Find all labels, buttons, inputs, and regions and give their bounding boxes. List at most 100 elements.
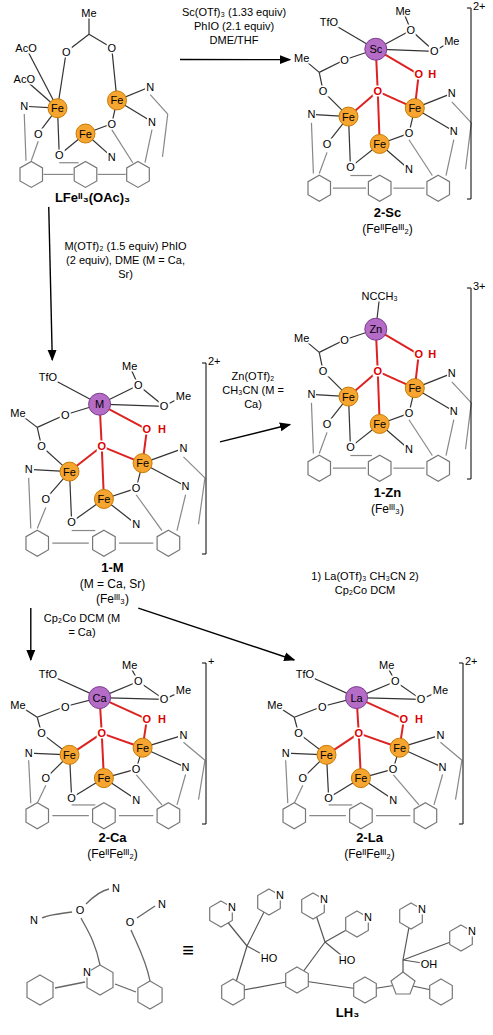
- atom-label: O: [413, 69, 424, 80]
- atom-label: O: [60, 701, 71, 712]
- atom-label: Me: [80, 7, 97, 18]
- atom-label: O: [66, 792, 77, 803]
- atom-label: Fe: [372, 418, 387, 429]
- benzene-ring: [283, 803, 306, 829]
- atom-label: O: [66, 517, 77, 528]
- ligand-backbone: [440, 742, 462, 760]
- ligand-backbone: [333, 468, 366, 469]
- atom-label: N: [306, 389, 316, 400]
- atom-label: O: [131, 483, 142, 494]
- ligand-arm: [81, 918, 100, 965]
- atom-label: N: [435, 730, 445, 741]
- compound-name: LFeᴵᴵ₃(OAc)₃: [5, 190, 180, 207]
- charge-bracket: [202, 663, 206, 824]
- compound: 2-Sc(FeᴵᴵFeᴵᴵᴵ₂)2+TfOMeOOMeMeOOScOHOFeFe…: [290, 5, 485, 237]
- atom-label: N: [24, 464, 34, 475]
- atom-label: NCCH₃: [361, 290, 399, 301]
- ligand-backbone: [333, 188, 366, 189]
- reaction-arrow: [30, 608, 31, 660]
- atom-label: Sc: [368, 44, 383, 55]
- ring: [430, 979, 453, 1005]
- ligand-backbone: [24, 114, 26, 161]
- atom-label: N: [438, 762, 448, 773]
- fluorene-ring: [138, 981, 162, 1009]
- ligand-backbone: [177, 495, 186, 531]
- pyridine-ring: [350, 803, 373, 829]
- ligand-backbone: [309, 815, 346, 816]
- atom-label: N: [181, 481, 191, 492]
- reagent-label: Zn(OTf)₂ CH₃CN (M = Ca): [220, 370, 286, 411]
- ligand-backbone: [199, 478, 205, 524]
- ring: [286, 967, 309, 993]
- atom-label: N: [404, 164, 414, 175]
- atom-label: M: [94, 399, 105, 410]
- iron-atom: [94, 769, 113, 788]
- atom-label: O: [96, 728, 107, 739]
- atom-label: Me: [394, 6, 411, 17]
- atom-label: H: [427, 349, 437, 360]
- atom-label: O: [159, 694, 170, 705]
- compound-name: 2-La: [262, 830, 477, 847]
- atom-label: Fe: [96, 493, 111, 504]
- ligand-backbone: [319, 152, 327, 173]
- atom-label: AcO: [13, 74, 36, 85]
- atom-label: O: [54, 149, 65, 160]
- atom-label: O: [293, 728, 304, 739]
- ligand-backbone: [452, 382, 472, 403]
- ligand-backbone: [199, 760, 205, 799]
- charge-bracket: [467, 288, 471, 479]
- atom-label: N: [30, 915, 38, 926]
- pyridine-ring: [93, 803, 116, 829]
- atom-label: O: [131, 764, 142, 775]
- structure-drawing: [5, 5, 180, 190]
- equivalence-sign: ≡: [182, 940, 194, 960]
- iron-atom: [60, 462, 79, 481]
- atom-label: H: [427, 69, 437, 80]
- iron-atom: [405, 99, 424, 118]
- oxidation-label: (M = Ca, Sr): [5, 577, 220, 593]
- atom-label: Me: [266, 699, 283, 710]
- atom-label: Fe: [407, 103, 422, 114]
- iron-atom: [339, 387, 358, 406]
- ligand-backbone: [29, 760, 31, 803]
- ligand-backbone: [72, 530, 96, 531]
- atom-label: Me: [378, 660, 395, 671]
- atom-label: O: [142, 714, 153, 725]
- ligand-backbone: [52, 543, 89, 544]
- atom-label: O: [399, 714, 410, 725]
- atom-label: N: [306, 109, 316, 120]
- atom-label: N: [404, 444, 414, 455]
- ligand-backbone: [150, 95, 168, 114]
- compound: 2-La(FeᴵᴵFeᴵᴵᴵ₂)2+TfOMeOOMeMeOOLaOHOFeFe…: [262, 660, 477, 862]
- atom-label: Fe: [341, 111, 356, 122]
- atom-label: Fe: [135, 742, 150, 753]
- atom-label: O: [388, 764, 399, 775]
- ligand-arm: [115, 984, 136, 992]
- atom-label: N: [227, 902, 237, 913]
- atom-label: O: [318, 366, 329, 377]
- ligand-arm: [131, 930, 150, 981]
- ligand-backbone: [163, 114, 168, 157]
- atom-label: O: [96, 441, 107, 452]
- metal-atom: [365, 38, 387, 60]
- fluorene-ring: [127, 161, 150, 187]
- atom-label: TfO: [38, 669, 58, 680]
- ligand-backbone: [350, 455, 371, 456]
- atom-label: La: [349, 692, 363, 703]
- metal-atom: [89, 393, 111, 415]
- atom-label: Me: [432, 685, 449, 696]
- atom-label: O: [142, 424, 153, 435]
- atom-label: N: [449, 406, 459, 417]
- fluorene-ring: [427, 455, 450, 481]
- reagent-label: Sc(OTf)₃ (1.33 equiv) PhIO (2.1 equiv) D…: [180, 6, 288, 47]
- ligand-backbone: [37, 507, 46, 528]
- atom-label: O: [41, 773, 52, 784]
- ligand-backbone: [183, 742, 205, 760]
- five-ring: [391, 972, 415, 994]
- atom-label: O: [60, 409, 71, 420]
- ligand-backbone: [466, 403, 472, 449]
- benzene-ring: [26, 803, 49, 829]
- ligand-arm: [137, 906, 155, 918]
- atom-label: N: [83, 967, 91, 978]
